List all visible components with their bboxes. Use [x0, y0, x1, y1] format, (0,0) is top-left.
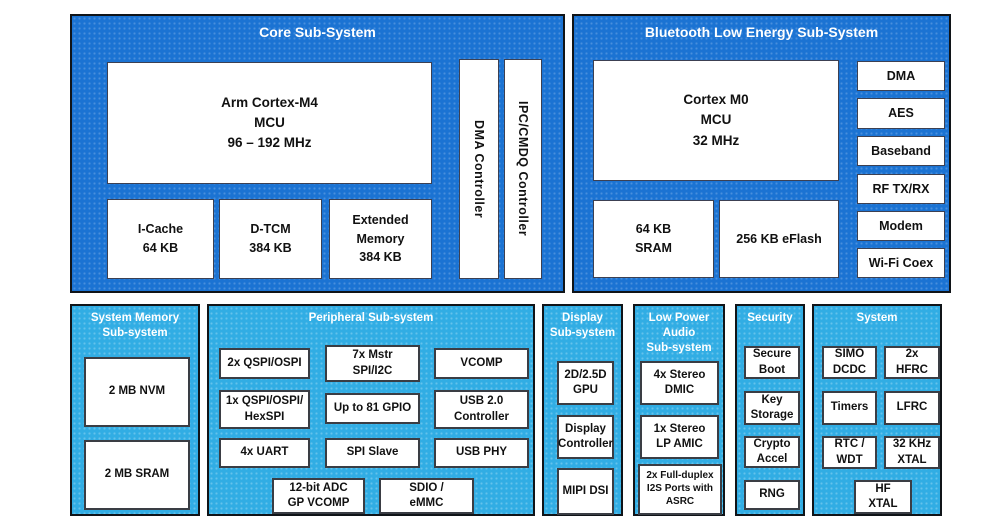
secure-boot-block: Secure Boot — [744, 346, 800, 379]
gpu-block: 2D/2.5D GPU — [557, 361, 614, 405]
hexspi-block: 1x QSPI/OSPI/ HexSPI — [219, 390, 310, 429]
aes-block: AES — [857, 98, 945, 129]
modem-block: Modem — [857, 211, 945, 241]
rtc-wdt-block: RTC / WDT — [822, 436, 877, 469]
core-subsystem-title: Core Sub-System — [259, 24, 376, 40]
vcomp-block: VCOMP — [434, 348, 529, 379]
system-memory-subsystem-box: System Memory Sub-system 2 MB NVM 2 MB S… — [70, 304, 200, 516]
ble-subsystem-box: Bluetooth Low Energy Sub-System Cortex M… — [572, 14, 951, 293]
spi-slave-block: SPI Slave — [325, 438, 420, 468]
system-memory-title: System Memory Sub-system — [90, 312, 180, 339]
key-storage-block: Key Storage — [744, 391, 800, 425]
peripheral-subsystem-box: Peripheral Sub-system 2x QSPI/OSPI 7x Ms… — [207, 304, 535, 516]
icache-block: I-Cache 64 KB — [107, 199, 214, 279]
dtcm-block: D-TCM 384 KB — [219, 199, 322, 279]
cortex-m0-block: Cortex M0 MCU 32 MHz — [593, 60, 839, 181]
sram-block: 2 MB SRAM — [84, 440, 190, 510]
core-subsystem-box: Core Sub-System Arm Cortex-M4 MCU 96 – 1… — [70, 14, 565, 293]
adc-gp-vcomp-block: 12-bit ADC GP VCOMP — [272, 478, 365, 514]
baseband-block: Baseband — [857, 136, 945, 166]
ble-subsystem-title: Bluetooth Low Energy Sub-System — [644, 24, 879, 40]
lfrc-block: LFRC — [884, 391, 940, 425]
wifi-coex-block: Wi-Fi Coex — [857, 248, 945, 278]
timers-block: Timers — [822, 391, 877, 425]
display-controller-block: Display Controller — [557, 415, 614, 459]
ble-sram-block: 64 KB SRAM — [593, 200, 714, 278]
security-subsystem-box: Security Secure Boot Key Storage Crypto … — [735, 304, 805, 516]
crypto-accel-block: Crypto Accel — [744, 436, 800, 468]
xtal-32khz-block: 32 KHz XTAL — [884, 436, 940, 469]
system-title: System — [856, 312, 898, 324]
peripheral-title: Peripheral Sub-system — [308, 312, 434, 324]
display-title: Display Sub-system — [549, 312, 616, 339]
ipc-cmdq-controller-block: IPC/CMDQ Controller — [504, 59, 542, 279]
dmic-block: 4x Stereo DMIC — [640, 361, 719, 405]
security-title: Security — [747, 312, 793, 324]
system-subsystem-box: System SIMO DCDC 2x HFRC Timers LFRC RTC… — [812, 304, 942, 516]
rf-txrx-block: RF TX/RX — [857, 174, 945, 204]
sdio-emmc-block: SDIO / eMMC — [379, 478, 474, 514]
ble-eflash-block: 256 KB eFlash — [719, 200, 839, 278]
simo-dcdc-block: SIMO DCDC — [822, 346, 877, 379]
amic-block: 1x Stereo LP AMIC — [640, 415, 719, 459]
audio-subsystem-box: Low Power Audio Sub-system 4x Stereo DMI… — [633, 304, 725, 516]
mipi-dsi-block: MIPI DSI — [557, 468, 614, 515]
mstr-spi-i2c-block: 7x Mstr SPI/I2C — [325, 345, 420, 382]
qspi-ospi-block: 2x QSPI/OSPI — [219, 348, 310, 379]
gpio-block: Up to 81 GPIO — [325, 393, 420, 424]
rng-block: RNG — [744, 480, 800, 510]
i2s-asrc-block: 2x Full-duplex I2S Ports with ASRC — [638, 464, 722, 515]
display-subsystem-box: Display Sub-system 2D/2.5D GPU Display C… — [542, 304, 623, 516]
audio-title: Low Power Audio Sub-system — [646, 312, 712, 354]
usb-phy-block: USB PHY — [434, 438, 529, 468]
arm-cortex-m4-block: Arm Cortex-M4 MCU 96 – 192 MHz — [107, 62, 432, 184]
dma-controller-block: DMA Controller — [459, 59, 499, 279]
uart-block: 4x UART — [219, 438, 310, 468]
ble-dma-block: DMA — [857, 61, 945, 91]
usb-controller-block: USB 2.0 Controller — [434, 390, 529, 429]
hfrc-block: 2x HFRC — [884, 346, 940, 379]
hf-xtal-block: HF XTAL — [854, 480, 912, 514]
extended-memory-block: Extended Memory 384 KB — [329, 199, 432, 279]
nvm-block: 2 MB NVM — [84, 357, 190, 427]
